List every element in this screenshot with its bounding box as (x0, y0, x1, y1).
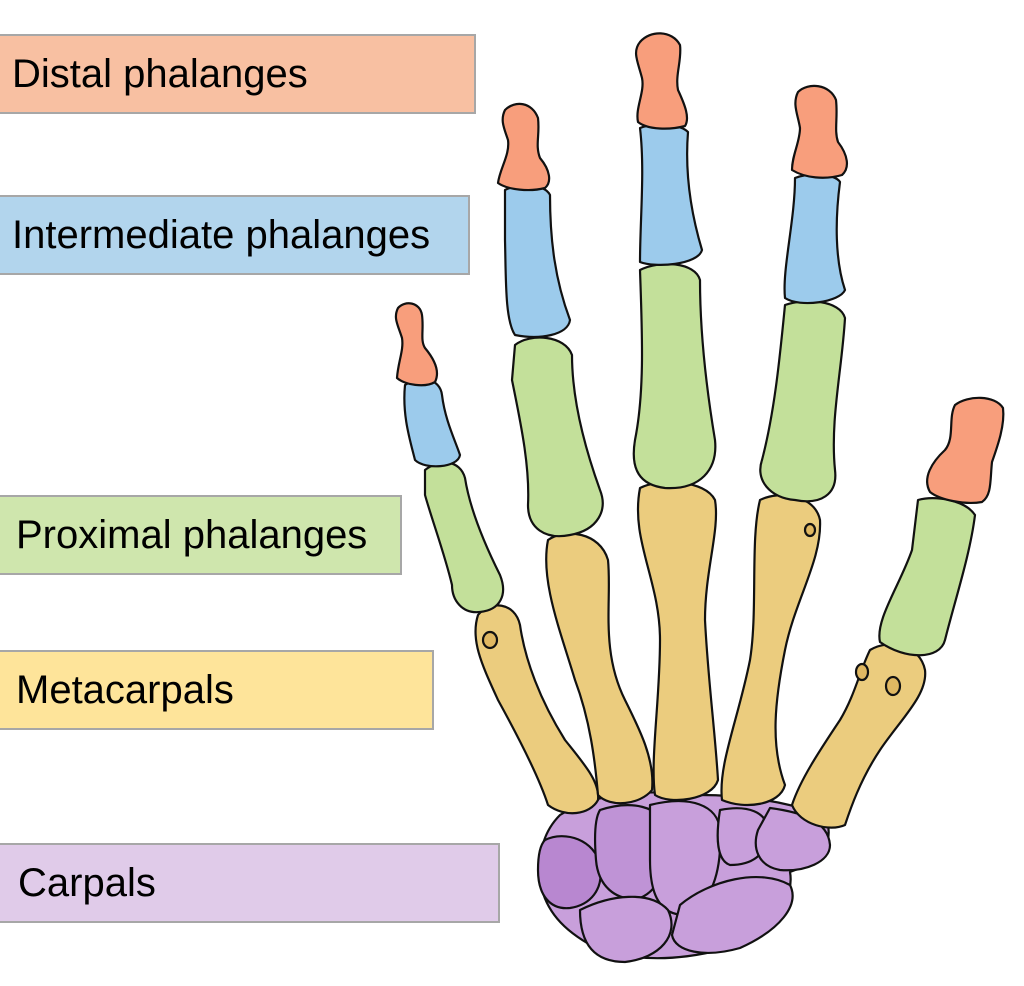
carpals-label: Carpals (0, 843, 500, 923)
intermediate-phalanges-label: Intermediate phalanges (0, 195, 470, 275)
distal-phalanges-label: Distal phalanges (0, 34, 476, 114)
metacarpal-bones (474, 481, 927, 829)
distal-phalanges-bones (394, 32, 1005, 504)
carpal-bones (536, 791, 832, 964)
proximal-phalanges-label: Proximal phalanges (0, 495, 402, 575)
metacarpals-label: Metacarpals (0, 650, 434, 730)
intermediate-phalanges-bones (403, 123, 847, 468)
proximal-phalanges-bones (423, 263, 977, 657)
